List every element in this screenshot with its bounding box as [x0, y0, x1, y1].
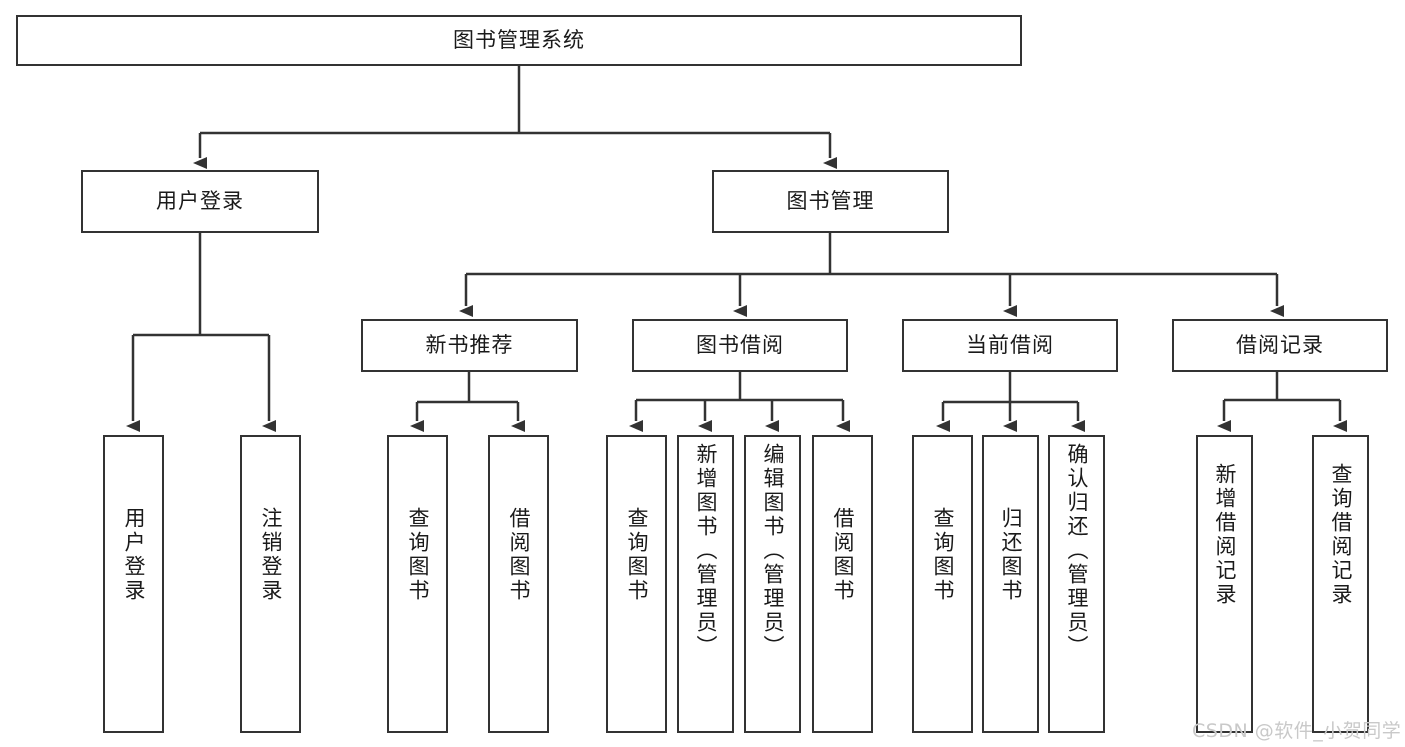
leaf-return-book-label: 归还图书	[999, 507, 1023, 603]
leaf-borrow-book-2-label: 借阅图书	[831, 507, 855, 603]
leaf-query-record[interactable]: 查询借阅记录	[1312, 435, 1369, 733]
leaf-query-book-2-label: 查询图书	[625, 507, 649, 603]
leaf-query-book-1-label: 查询图书	[406, 507, 430, 603]
node-book-borrow-label: 图书借阅	[696, 332, 784, 357]
leaf-confirm-return-label: 确认归还（管理员）	[1065, 443, 1089, 659]
leaf-edit-book[interactable]: 编辑图书（管理员）	[744, 435, 801, 733]
leaf-borrow-book-1-label: 借阅图书	[507, 507, 531, 603]
node-user-login[interactable]: 用户登录	[81, 170, 319, 233]
leaf-query-book-2[interactable]: 查询图书	[606, 435, 667, 733]
node-book-borrow[interactable]: 图书借阅	[632, 319, 848, 372]
node-new-book-rec[interactable]: 新书推荐	[361, 319, 578, 372]
csdn-watermark: CSDN @软件_小贺同学	[1192, 720, 1402, 742]
leaf-add-book[interactable]: 新增图书（管理员）	[677, 435, 734, 733]
leaf-logout-label: 注销登录	[259, 507, 283, 603]
node-current-borrow-label: 当前借阅	[966, 332, 1054, 357]
node-new-book-rec-label: 新书推荐	[425, 332, 514, 357]
leaf-query-book-3[interactable]: 查询图书	[912, 435, 973, 733]
node-user-login-label: 用户登录	[156, 188, 244, 213]
node-borrow-record[interactable]: 借阅记录	[1172, 319, 1388, 372]
leaf-confirm-return[interactable]: 确认归还（管理员）	[1048, 435, 1105, 733]
leaf-logout[interactable]: 注销登录	[240, 435, 301, 733]
leaf-query-book-3-label: 查询图书	[931, 507, 955, 603]
leaf-add-record[interactable]: 新增借阅记录	[1196, 435, 1253, 733]
leaf-borrow-book-1[interactable]: 借阅图书	[488, 435, 549, 733]
leaf-borrow-book-2[interactable]: 借阅图书	[812, 435, 873, 733]
node-root-label: 图书管理系统	[453, 27, 585, 52]
leaf-query-record-label: 查询借阅记录	[1329, 463, 1353, 607]
leaf-add-book-label: 新增图书（管理员）	[694, 443, 718, 659]
node-book-manage-label: 图书管理	[786, 188, 875, 213]
node-borrow-record-label: 借阅记录	[1236, 332, 1324, 357]
leaf-edit-book-label: 编辑图书（管理员）	[761, 443, 785, 659]
node-current-borrow[interactable]: 当前借阅	[902, 319, 1118, 372]
leaf-add-record-label: 新增借阅记录	[1213, 463, 1237, 607]
leaf-user-login-label: 用户登录	[122, 507, 146, 603]
leaf-return-book[interactable]: 归还图书	[982, 435, 1039, 733]
node-book-manage[interactable]: 图书管理	[712, 170, 949, 233]
leaf-user-login[interactable]: 用户登录	[103, 435, 164, 733]
node-root[interactable]: 图书管理系统	[16, 15, 1022, 66]
leaf-query-book-1[interactable]: 查询图书	[387, 435, 448, 733]
